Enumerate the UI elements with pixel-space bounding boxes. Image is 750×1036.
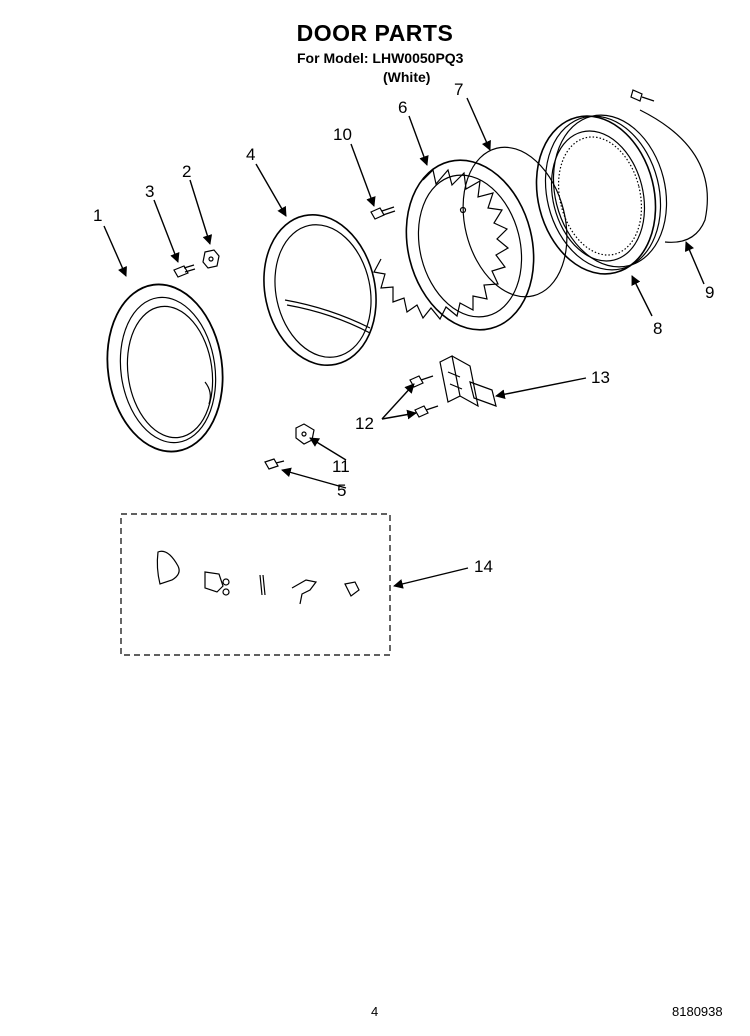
callout-5: 5 xyxy=(337,481,346,500)
page-number: 4 xyxy=(371,1004,379,1019)
part-door-latch xyxy=(439,355,497,408)
callout-6: 6 xyxy=(398,98,407,117)
part-screw-5 xyxy=(264,458,285,470)
callout-8: 8 xyxy=(653,319,662,338)
callout-9: 9 xyxy=(705,283,714,302)
callout-4: 4 xyxy=(246,145,255,164)
part-inner-door-frame xyxy=(373,159,535,331)
model-line: For Model: LHW0050PQ3 xyxy=(297,50,464,66)
part-clamp-ring xyxy=(630,89,708,243)
part-kit-box xyxy=(120,513,391,656)
part-bracket xyxy=(202,249,220,269)
callout-13: 13 xyxy=(591,368,610,387)
callout-3: 3 xyxy=(145,182,154,201)
page-title: DOOR PARTS xyxy=(296,20,454,46)
callout-2: 2 xyxy=(182,162,191,181)
callout-11: 11 xyxy=(332,457,350,476)
part-door-boot xyxy=(535,114,668,275)
part-gasket-seal xyxy=(462,146,568,298)
callout-7: 7 xyxy=(454,80,463,99)
part-screw-3 xyxy=(173,264,196,278)
color-line: (White) xyxy=(383,69,431,85)
document-number: 8180938 xyxy=(672,1004,723,1019)
callout-12: 12 xyxy=(355,414,374,433)
part-hinge-clip xyxy=(295,423,315,445)
part-outer-door-ring xyxy=(106,283,224,453)
callout-1: 1 xyxy=(93,206,102,225)
part-door-glass xyxy=(263,213,377,367)
callout-14: 14 xyxy=(474,557,493,576)
callout-10: 10 xyxy=(333,125,352,144)
part-screws-12 xyxy=(409,375,439,418)
part-screw-10 xyxy=(370,206,396,220)
